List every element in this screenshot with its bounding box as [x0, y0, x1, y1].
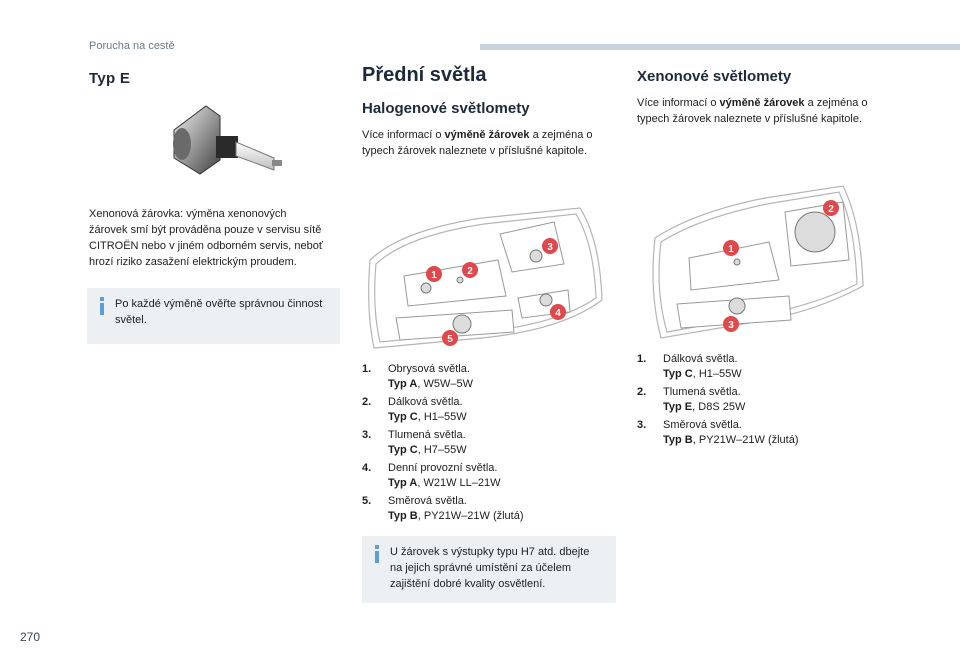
text-run-bold: výměně žárovek — [719, 97, 805, 109]
type-label: Typ A — [388, 477, 418, 489]
type-spec: , W5W–5W — [417, 378, 473, 390]
svg-text:3: 3 — [547, 242, 553, 253]
info-note-check-lights: Po každé výměně ověřte správnou činnost … — [87, 288, 340, 344]
text-line: na jejich správné umístění za účelem — [390, 562, 571, 574]
heading-xenon: Xenonové světlomety — [637, 68, 792, 85]
text-run: Více informací o — [362, 129, 445, 141]
xenon-bulb-icon — [173, 105, 282, 175]
callout-badge-2: 2 — [823, 200, 839, 216]
xenon-intro: Více informací o výměně žárovek a zejmén… — [637, 95, 899, 127]
type-label: Typ B — [663, 434, 693, 446]
heading-front-lights: Přední světla — [362, 64, 487, 86]
type-spec: , PY21W–21W (žlutá) — [692, 434, 799, 446]
type-spec: , W21W LL–21W — [417, 477, 501, 489]
item-number: 3. — [362, 429, 372, 441]
callout-badge-2: 2 — [462, 262, 478, 278]
svg-text:4: 4 — [555, 308, 561, 319]
item-type: Typ C, H1–55W — [663, 367, 742, 382]
item-name: Směrová světla. — [663, 419, 742, 431]
callout-badge-5: 5 — [442, 330, 458, 346]
text-line: typech žárovek naleznete v příslušné kap… — [637, 113, 863, 125]
svg-text:2: 2 — [828, 204, 834, 215]
type-label: Typ E — [663, 401, 693, 413]
type-spec: , H1–55W — [417, 411, 467, 423]
item-type: Typ A, W21W LL–21W — [388, 476, 500, 491]
xenon-headlamp-diagram: 1 2 3 — [652, 185, 864, 339]
header-bar — [480, 44, 960, 50]
type-label: Typ C — [388, 411, 418, 423]
type-spec: , H1–55W — [692, 368, 742, 380]
type-label: Typ A — [388, 378, 418, 390]
item-name: Tlumená světla. — [663, 386, 741, 398]
callout-badge-1: 1 — [426, 266, 442, 282]
type-spec: , PY21W–21W (žlutá) — [417, 510, 524, 522]
svg-text:3: 3 — [728, 320, 734, 331]
text-line: U žárovek s výstupky typu H7 atd. dbejte — [390, 546, 590, 558]
item-number: 2. — [637, 386, 647, 398]
item-type: Typ C, H1–55W — [388, 410, 467, 425]
svg-text:2: 2 — [467, 266, 473, 277]
text-line: hrozí riziko zasažení elektrickým proude… — [89, 256, 297, 268]
text-line: Více informací o výměně žárovek a zejmén… — [637, 95, 899, 111]
item-number: 1. — [362, 363, 372, 375]
text-line: Více informací o výměně žárovek a zejmén… — [362, 127, 624, 143]
svg-text:5: 5 — [447, 334, 453, 345]
text-run-bold: výměně žárovek — [444, 129, 530, 141]
item-type: Typ B, PY21W–21W (žlutá) — [388, 509, 524, 524]
text-line: Xenonová žárovka: výměna xenonových — [89, 208, 287, 220]
item-number: 4. — [362, 462, 372, 474]
text-line: Po každé výměně ověřte správnou činnost — [115, 298, 323, 310]
callout-badge-1: 1 — [723, 240, 739, 256]
svg-text:1: 1 — [431, 270, 437, 281]
halogen-intro: Více informací o výměně žárovek a zejmén… — [362, 127, 624, 159]
item-number: 5. — [362, 495, 372, 507]
text-line: typech žárovek naleznete v příslušné kap… — [362, 145, 588, 157]
callout-badge-3: 3 — [723, 316, 739, 332]
callout-badge-3: 3 — [542, 238, 558, 254]
text-line: CITROËN nebo v jiném odborném servis, ne… — [89, 240, 324, 252]
info-mark-icon — [375, 545, 379, 563]
text-run: Více informací o — [637, 97, 720, 109]
item-type: Typ A, W5W–5W — [388, 377, 473, 392]
item-name: Směrová světla. — [388, 495, 467, 507]
item-name: Obrysová světla. — [388, 363, 470, 375]
type-spec: , H7–55W — [417, 444, 467, 456]
text-line: zajištění dobré kvality osvětlení. — [390, 578, 546, 590]
text-line: žárovek smí být prováděna pouze v servis… — [89, 224, 322, 236]
item-name: Dálková světla. — [388, 396, 463, 408]
item-number: 2. — [362, 396, 372, 408]
text-run: a zejména o — [804, 97, 868, 109]
item-name: Denní provozní světla. — [388, 462, 498, 474]
item-number: 3. — [637, 419, 647, 431]
type-spec: , D8S 25W — [692, 401, 746, 413]
item-type: Typ C, H7–55W — [388, 443, 467, 458]
text-run: a zejména o — [529, 129, 593, 141]
type-label: Typ C — [388, 444, 418, 456]
callout-badge-4: 4 — [550, 304, 566, 320]
type-label: Typ B — [388, 510, 418, 522]
text-line: světel. — [115, 314, 147, 326]
item-name: Dálková světla. — [663, 353, 738, 365]
svg-text:1: 1 — [728, 244, 734, 255]
section-title: Porucha na cestě — [89, 40, 175, 52]
item-type: Typ B, PY21W–21W (žlutá) — [663, 433, 799, 448]
page-number: 270 — [20, 630, 41, 644]
halogen-headlamp-diagram: 1 2 3 4 5 — [368, 207, 603, 349]
item-name: Tlumená světla. — [388, 429, 466, 441]
heading-typ-e: Typ E — [89, 70, 131, 87]
info-mark-icon — [100, 297, 104, 315]
item-type: Typ E, D8S 25W — [663, 400, 745, 415]
item-number: 1. — [637, 353, 647, 365]
type-label: Typ C — [663, 368, 693, 380]
heading-halogen: Halogenové světlomety — [362, 100, 530, 117]
xenon-bulb-paragraph: Xenonová žárovka: výměna xenonových žáro… — [89, 206, 349, 270]
info-note-h7: U žárovek s výstupky typu H7 atd. dbejte… — [362, 536, 616, 603]
